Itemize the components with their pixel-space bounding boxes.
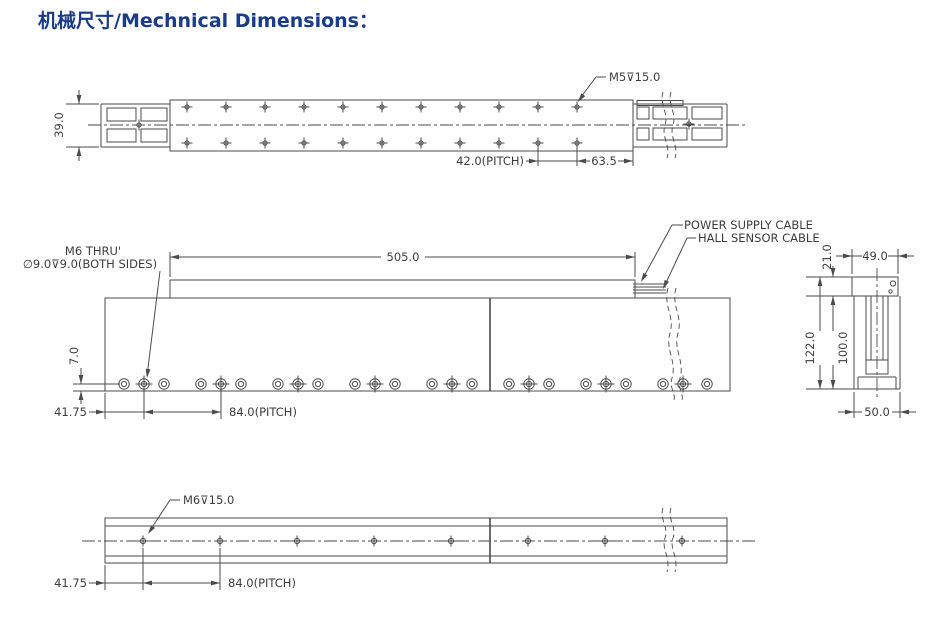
front-view-cables xyxy=(633,283,666,294)
side-view-dim-21: 21.0 xyxy=(820,244,836,312)
top-view-left-rail xyxy=(100,103,170,148)
top-view-dim-39: 39.0 xyxy=(52,90,99,161)
dim-42-pitch-label: 42.0(PITCH) xyxy=(456,154,524,168)
power-supply-cable-label: POWER SUPPLY CABLE xyxy=(684,218,813,232)
dim-4175-label: 41.75 xyxy=(54,405,87,419)
front-view-dim-4175-84: 41.75 84.0(PITCH) xyxy=(54,392,297,419)
bottom-view-dim-4175-84: 41.75 84.0(PITCH) xyxy=(54,548,296,590)
cable-exit-hole-large xyxy=(889,280,897,287)
m6-depth-label: M6⊽15.0 xyxy=(183,493,234,507)
top-view-hole-row-top xyxy=(181,101,583,113)
hall-sensor-cable-label: HALL SENSOR CABLE xyxy=(698,231,820,245)
bottom-view: M6⊽15.0 41.75 84.0(PITCH) xyxy=(54,493,758,590)
top-view-hole-row-bottom xyxy=(181,137,583,149)
side-view-dim-50: 50.0 xyxy=(838,392,916,419)
top-view-dim-pitch-end: 42.0(PITCH) 63.5 xyxy=(456,148,634,168)
dim-84-pitch-label-bottom: 84.0(PITCH) xyxy=(228,576,296,590)
front-view: 505.0 M6 THRU' ∅9.0⊽9.0(BOTH SIDES) POWE… xyxy=(23,218,820,419)
front-view-dim-7: 7.0 xyxy=(67,347,120,404)
top-view-break-line xyxy=(661,91,677,159)
side-view-ext-lines xyxy=(806,276,854,390)
top-view-slider-body xyxy=(169,99,634,152)
dim-505-label: 505.0 xyxy=(387,250,420,264)
dim-63-5-label: 63.5 xyxy=(591,154,617,168)
top-view-right-rail xyxy=(633,100,728,148)
front-view-dim-505: 505.0 xyxy=(169,250,636,277)
page-title: 机械尺寸/Mechnical Dimensions： xyxy=(38,9,378,32)
dim-100-label: 100.0 xyxy=(836,332,850,365)
dim-50-label: 50.0 xyxy=(864,405,890,419)
cable-exit-hole-small xyxy=(888,289,893,294)
m6-thru-label-line1: M6 THRU' xyxy=(65,244,121,258)
side-view-dim-100: 100.0 xyxy=(830,312,850,389)
top-view: M5⊽15.0 39.0 42.0(PITCH) 63.5 xyxy=(52,70,748,168)
dim-21-label: 21.0 xyxy=(820,244,834,270)
dim-4175-label-bottom: 41.75 xyxy=(54,576,87,590)
bottom-view-m6-callout: M6⊽15.0 xyxy=(146,493,234,536)
m5-depth-label: M5⊽15.0 xyxy=(609,70,660,84)
dim-49-label: 49.0 xyxy=(862,249,888,263)
bottom-view-rail xyxy=(104,517,728,564)
m6-thru-label-line2: ∅9.0⊽9.0(BOTH SIDES) xyxy=(23,257,157,271)
bottom-view-break-line xyxy=(661,507,677,573)
side-view-forcer-block xyxy=(851,276,899,297)
dim-7-label: 7.0 xyxy=(67,347,81,365)
front-view-holes xyxy=(118,375,713,393)
front-view-m6-callout: M6 THRU' ∅9.0⊽9.0(BOTH SIDES) xyxy=(23,244,161,379)
dim-39-label: 39.0 xyxy=(52,112,66,138)
side-view-dim-122: 122.0 xyxy=(803,277,823,389)
front-view-stator xyxy=(104,297,731,392)
dim-84-pitch-label: 84.0(PITCH) xyxy=(229,405,297,419)
dim-122-label: 122.0 xyxy=(803,332,817,365)
front-view-forcer xyxy=(169,279,636,299)
front-view-cable-callouts: POWER SUPPLY CABLE HALL SENSOR CABLE xyxy=(638,218,820,291)
side-view-dim-49: 49.0 xyxy=(836,249,914,274)
top-view-m5-callout: M5⊽15.0 xyxy=(576,70,660,104)
front-view-break-line xyxy=(666,287,683,401)
side-view: 49.0 21.0 122.0 100.0 xyxy=(803,244,916,419)
